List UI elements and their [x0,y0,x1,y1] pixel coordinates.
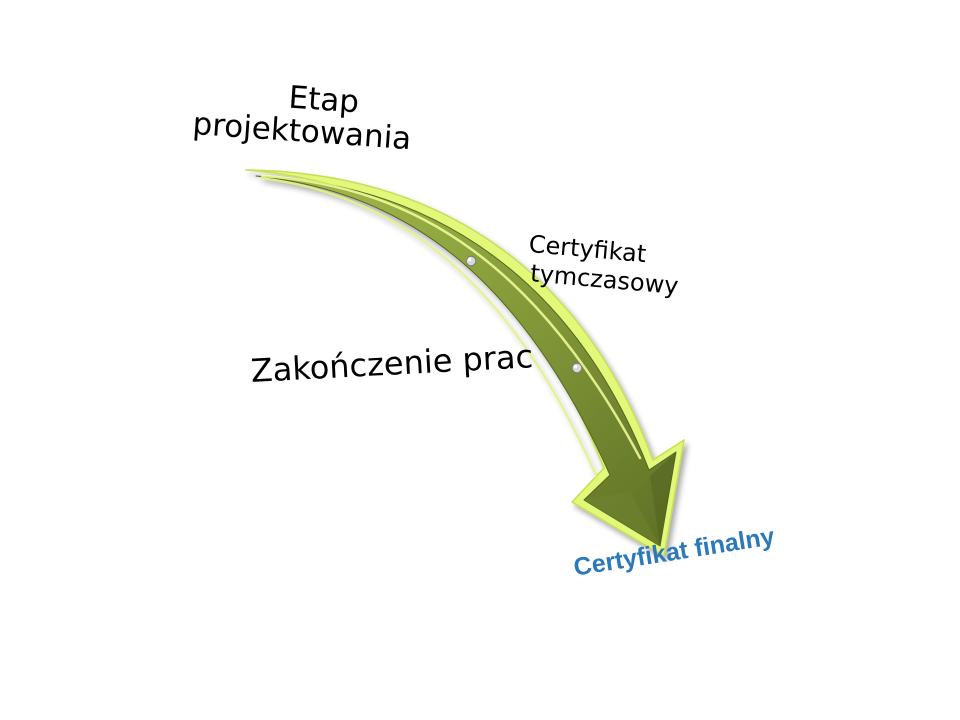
milestone-dot-temporary [465,255,477,267]
arrow-head-facet [584,492,660,546]
milestone-dot-completion [571,362,583,374]
arrow-highlight [260,174,642,460]
arrow-head-facet-right [650,452,676,546]
arrow-lower-edge [261,177,599,481]
